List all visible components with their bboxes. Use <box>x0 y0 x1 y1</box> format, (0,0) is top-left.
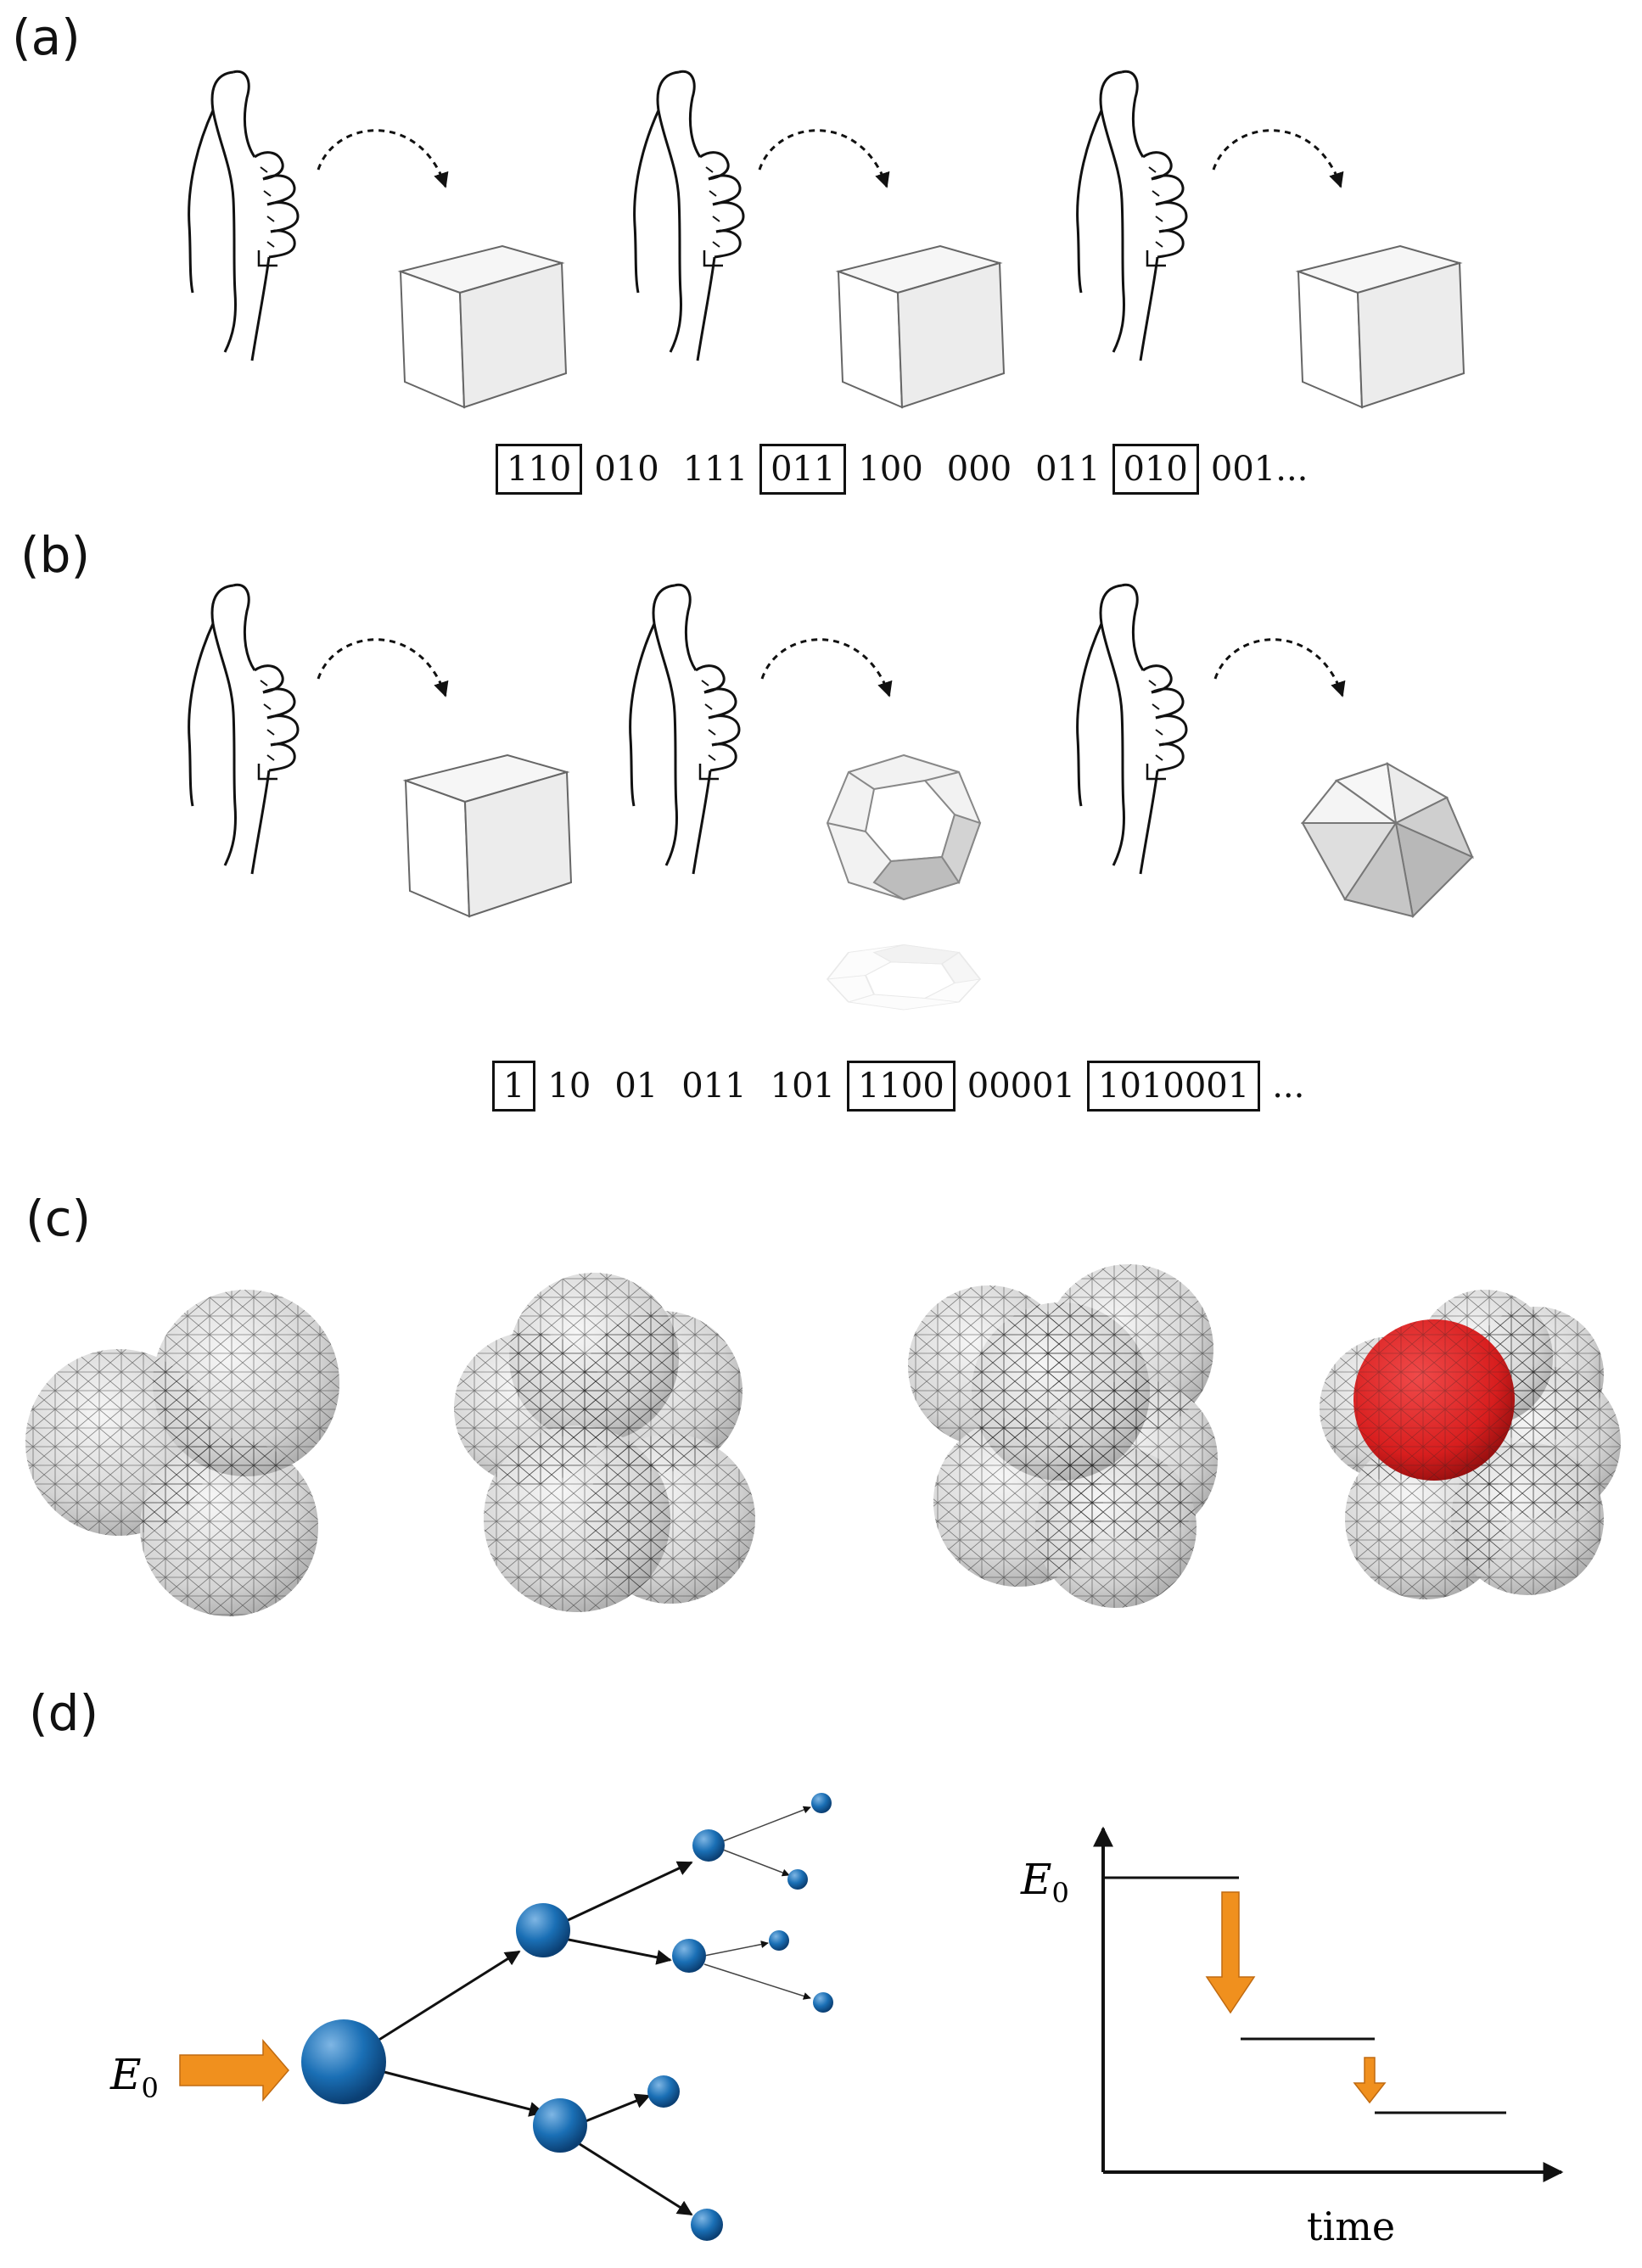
cascade-arrow <box>585 2093 651 2123</box>
dodecahedron-reflection <box>827 944 981 1011</box>
cascade-node <box>647 2075 680 2108</box>
cascade-arrow <box>377 1950 521 2042</box>
cascade-arrow <box>722 1806 811 1842</box>
cascade-arrow <box>703 1963 811 2000</box>
hand-icon <box>1076 70 1188 362</box>
cluster-2 <box>454 1273 755 1612</box>
cascade-arrow <box>703 1940 769 1957</box>
cascade-arrow <box>722 1849 790 1877</box>
bits: 000 <box>946 450 1012 489</box>
toss-arrow <box>760 638 891 697</box>
cascade-arrow <box>377 2069 545 2117</box>
bit-sequence-b: 1 10 01 011 101 1100 00001 1010001... <box>492 1061 1316 1112</box>
cascade-arrow <box>563 1861 693 1924</box>
bits: 111 <box>682 450 748 489</box>
panel-label-b: (b) <box>20 526 91 584</box>
cluster-3 <box>908 1264 1218 1608</box>
bits: 101 <box>770 1067 835 1106</box>
hand-icon <box>633 70 745 362</box>
cube-icon <box>400 245 567 408</box>
toss-arrow <box>1213 638 1344 697</box>
panel-c-figure <box>25 1264 1621 1616</box>
cube-icon <box>1297 245 1465 408</box>
panel-b-figure <box>188 583 1473 1011</box>
boxed-bits: 110 <box>496 444 583 495</box>
cascade-node <box>813 1992 833 2013</box>
cube-icon <box>405 754 572 917</box>
panel-d-energy-plot: E0 time <box>1020 1826 1564 2249</box>
energy-drop-arrow <box>1353 2057 1387 2104</box>
bits: ... <box>1272 1067 1305 1106</box>
bits: 010 <box>594 450 659 489</box>
cascade-node <box>769 1930 789 1951</box>
icosahedron-icon <box>1302 763 1473 917</box>
energy-drop-arrow <box>1205 1891 1256 2014</box>
bits: 011 <box>1035 450 1101 489</box>
boxed-bits: 1 <box>492 1061 536 1112</box>
boxed-bits: 1010001 <box>1087 1061 1261 1112</box>
toss-arrow <box>317 129 447 188</box>
boxed-bits: 1100 <box>846 1061 955 1112</box>
energy-axis-label: E0 <box>1020 1855 1069 1909</box>
bits: 001... <box>1210 450 1309 489</box>
panel-label-a: (a) <box>12 8 81 66</box>
bits: 011 <box>681 1067 747 1106</box>
cascade-node <box>787 1869 808 1890</box>
panel-label-d: (d) <box>29 1684 99 1742</box>
hand-icon <box>188 583 300 876</box>
cascade-node <box>811 1793 832 1813</box>
panel-a-figure <box>188 70 1465 408</box>
bits: 100 <box>858 450 923 489</box>
boxed-bits: 010 <box>1112 444 1199 495</box>
bit-sequence-a: 110 010 111 011 100 000 011 010 001... <box>496 444 1320 495</box>
toss-arrow <box>1212 129 1342 188</box>
cascade-node <box>533 2098 587 2153</box>
x-axis-label: time <box>1307 2204 1395 2249</box>
hand-icon <box>188 70 300 362</box>
cascade-node <box>516 1903 570 1957</box>
cascade-node <box>301 2019 386 2104</box>
bits: 10 <box>547 1067 591 1106</box>
toss-arrow <box>758 129 888 188</box>
cluster-4 <box>1320 1290 1621 1599</box>
input-energy-label: E0 <box>109 2050 159 2104</box>
cluster-1 <box>25 1290 339 1616</box>
boxed-bits: 011 <box>759 444 847 495</box>
cascade-arrow <box>576 2141 693 2216</box>
input-energy-arrow <box>179 2038 289 2103</box>
cascade-node <box>692 1829 725 1862</box>
bits: 01 <box>614 1067 658 1106</box>
hand-icon <box>629 583 741 876</box>
panel-label-c: (c) <box>25 1190 92 1247</box>
bits: 00001 <box>967 1067 1076 1106</box>
cascade-node <box>691 2209 723 2241</box>
cascade-node <box>672 1939 706 1973</box>
dodecahedron-icon <box>827 754 981 900</box>
cascade-arrow <box>563 1937 672 1965</box>
cube-icon <box>838 245 1005 408</box>
hand-icon <box>1076 583 1188 876</box>
toss-arrow <box>317 638 447 697</box>
panel-d-cascade: E0 <box>109 1793 833 2241</box>
